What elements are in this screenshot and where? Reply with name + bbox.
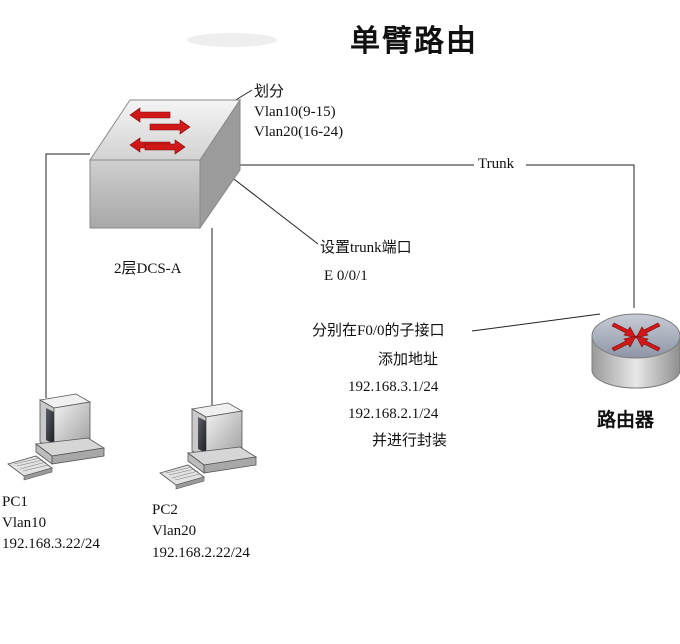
pc2-name: PC2 xyxy=(152,502,178,518)
router-note-line3: 192.168.3.1/24 xyxy=(348,379,439,395)
pc2-icon xyxy=(159,402,258,490)
router-note-line4: 192.168.2.1/24 xyxy=(348,406,439,422)
page-title: 单臂路由 xyxy=(350,24,478,59)
vlan-note-line1: Vlan10(9-15) xyxy=(254,104,336,120)
callout-router xyxy=(471,313,601,332)
router-note-line5: 并进行封装 xyxy=(372,433,448,449)
trunk-port-note-line2: E 0/0/1 xyxy=(324,268,368,284)
trunk-port-note-line1: 设置trunk端口 xyxy=(320,240,412,256)
vlan-note-heading: 划分 xyxy=(254,84,285,100)
vlan-note-line2: Vlan20(16-24) xyxy=(254,124,344,140)
pc2-ip: 192.168.2.22/24 xyxy=(152,545,250,561)
pc1-ip: 192.168.3.22/24 xyxy=(2,536,100,552)
router-note-line1: 分别在F0/0的子接口 xyxy=(312,323,445,339)
switch-icon xyxy=(89,98,241,230)
trunk-label: Trunk xyxy=(476,156,517,173)
switch-name: 2层DCS-A xyxy=(114,261,182,277)
pc1-vlan: Vlan10 xyxy=(2,515,47,531)
pc1-icon xyxy=(7,393,106,481)
link-switch-pc1 xyxy=(45,153,90,398)
callout-trunk-port xyxy=(229,175,319,245)
router-icon xyxy=(591,313,680,389)
link-trunk-right xyxy=(526,164,635,308)
title-smudge xyxy=(187,33,277,47)
router-name: 路由器 xyxy=(597,409,655,431)
pc1-name: PC1 xyxy=(2,494,28,510)
pc2-vlan: Vlan20 xyxy=(152,523,197,539)
router-note-line2: 添加地址 xyxy=(378,352,439,368)
